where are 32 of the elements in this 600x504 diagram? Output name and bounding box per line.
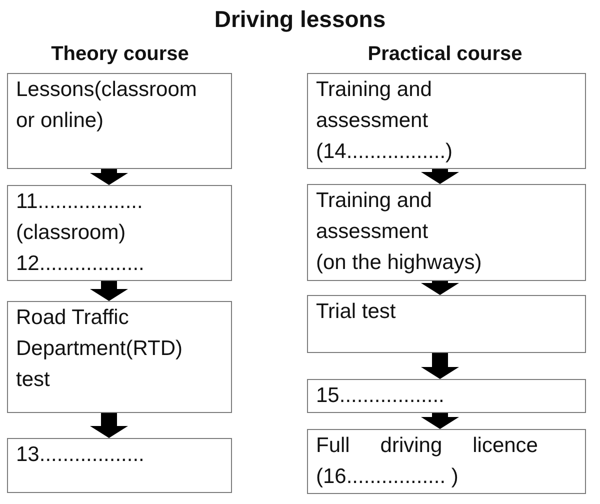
step-box <box>7 438 232 493</box>
column-heading: Practical course <box>368 42 522 67</box>
arrow <box>421 169 459 184</box>
diagram-title: Driving lessons <box>214 5 386 34</box>
arrow <box>421 281 459 295</box>
step-label: 13.................. <box>16 442 144 468</box>
column-heading: Theory course <box>51 42 189 67</box>
step-box <box>307 429 586 494</box>
step-label: 15.................. <box>316 383 444 409</box>
step-box <box>307 184 586 281</box>
step-box <box>307 379 586 413</box>
arrow <box>90 169 128 185</box>
step-box <box>7 185 232 281</box>
step-label: (classroom) <box>16 220 126 246</box>
arrow <box>421 413 459 429</box>
arrow <box>421 353 459 379</box>
step-label: (14.................) <box>316 139 453 165</box>
step-label: Trial test <box>316 299 396 325</box>
step-label: Full driving licence (16................. ) <box>316 433 538 490</box>
step-label: Road Traffic Department(RTD) test <box>16 305 184 393</box>
step-box <box>307 73 586 169</box>
arrow <box>90 413 128 438</box>
step-box <box>307 295 586 353</box>
step-label: Training and assessment <box>316 77 433 134</box>
arrow <box>90 281 128 301</box>
step-label: 11.................. <box>16 189 143 215</box>
step-label: Lessons(classroom or online) <box>16 77 198 134</box>
step-label: Training and assessment <box>316 188 433 245</box>
step-label: 12.................. <box>16 251 144 277</box>
step-label: (on the highways) <box>316 250 482 276</box>
step-box <box>7 301 232 413</box>
step-box <box>7 73 232 169</box>
